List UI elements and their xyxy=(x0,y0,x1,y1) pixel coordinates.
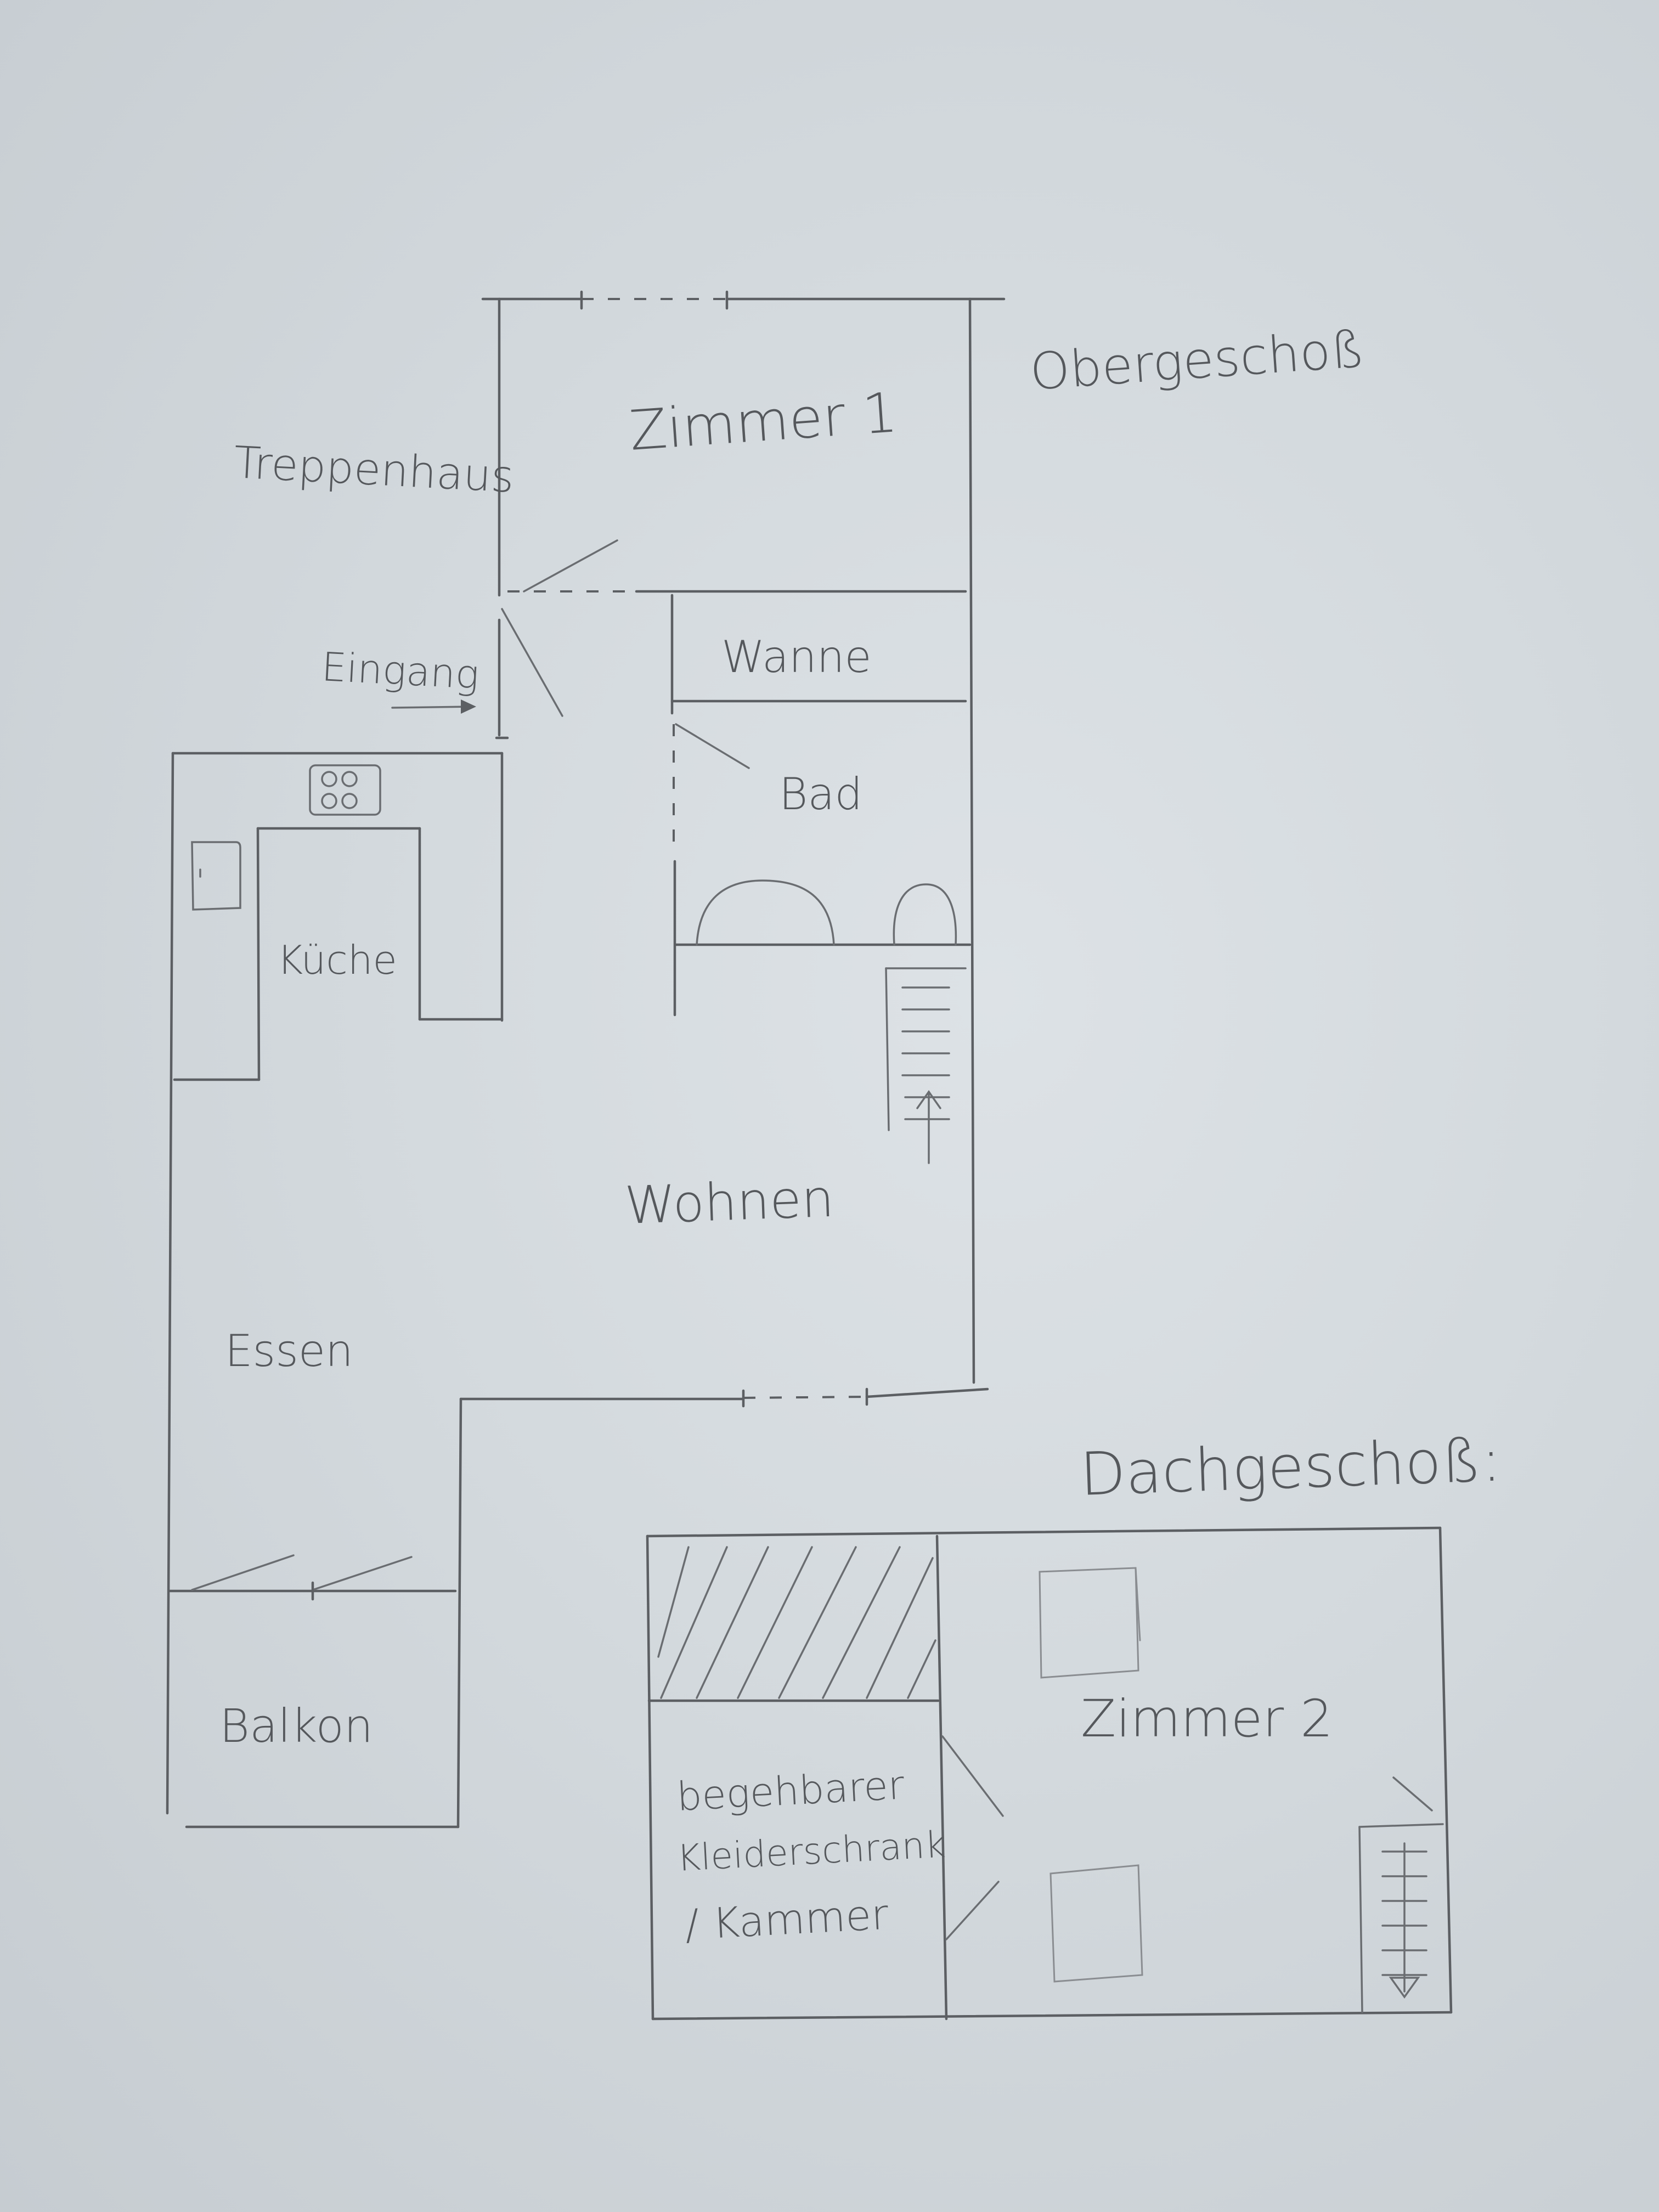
room-label-kammer-line1: begehbarer xyxy=(675,1762,905,1820)
staircase-up-icon xyxy=(885,967,967,1164)
room-label-zimmer2: Zimmer 2 xyxy=(1081,1689,1333,1749)
stove-icon xyxy=(309,764,381,816)
room-label-kammer-line2: Kleiderschrank xyxy=(676,1823,947,1880)
room-label-bad: Bad xyxy=(779,769,862,820)
room-label-treppenhaus: Treppenhaus xyxy=(233,437,515,503)
upper-floor-plan xyxy=(166,290,1006,1829)
label-eingang: Eingang xyxy=(320,644,480,698)
room-label-zimmer1: Zimmer 1 xyxy=(628,380,900,463)
room-label-balkon: Balkon xyxy=(219,1699,373,1753)
room-label-kammer-line3: / Kammer xyxy=(684,1890,890,1949)
entrance-arrow-icon xyxy=(391,699,476,714)
bed-icon xyxy=(1039,1567,1141,1679)
fridge-icon xyxy=(191,841,241,911)
hatched-area xyxy=(657,1546,936,1699)
room-label-wanne: Wanne xyxy=(721,631,872,682)
staircase-down-icon xyxy=(1358,1776,1444,2013)
floor-label-attic: Dachgeschoß: xyxy=(1079,1426,1503,1509)
desk-icon xyxy=(1049,1864,1143,1983)
room-label-kueche: Küche xyxy=(277,937,397,983)
room-label-essen: Essen xyxy=(225,1325,353,1376)
attic-floor-plan xyxy=(646,1526,1453,2021)
floor-label-upper: Obergeschoß xyxy=(1028,320,1367,402)
room-label-wohnen: Wohnen xyxy=(624,1169,835,1236)
